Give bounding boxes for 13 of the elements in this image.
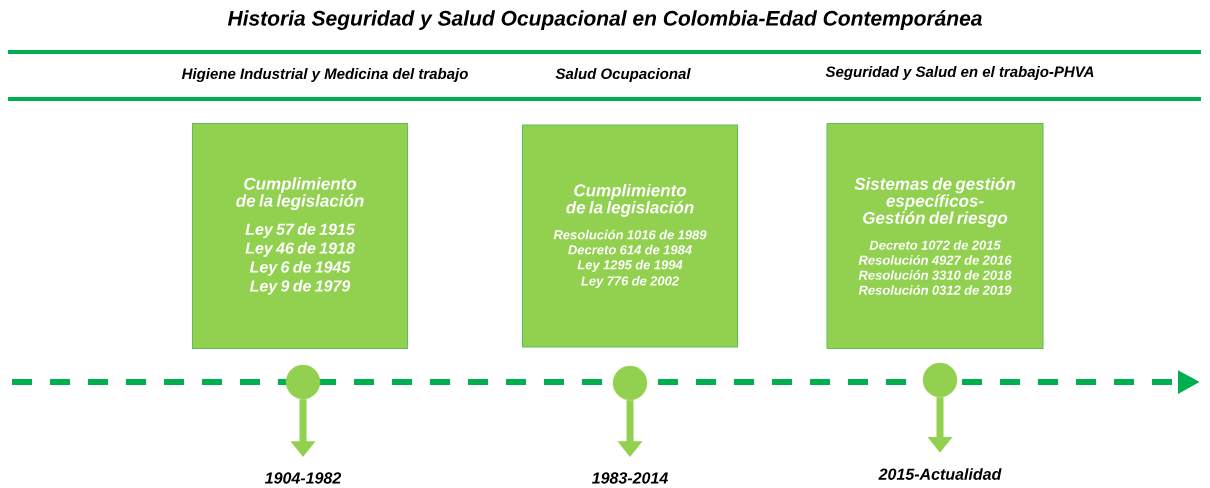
- section-heading: Higiene Industrial y Medicina del trabajo: [181, 68, 468, 82]
- period-label: 2015-Actualidad: [878, 468, 1002, 480]
- law-box: Cumplimiento de la legislación Resolución 1016 de 1989 Decreto 614 de 1984 Ley 1295 de 1994 Ley 776 de 2002: [522, 124, 738, 348]
- section-heading: Seguridad y Salud en el trabajo-PHVA: [825, 66, 1094, 80]
- timeline-dot: [285, 364, 321, 400]
- timeline-dot: [922, 362, 958, 398]
- timeline-dot: [612, 365, 648, 401]
- section-heading: Salud Ocupacional: [555, 68, 691, 82]
- title: Historia Seguridad y Salud Ocupacional en Colombia-Edad Contemporánea: [227, 10, 982, 30]
- law-box: Sistemas de gestión específicos-Gestión del riesgo Decreto 1072 de 2015 Resolución 4927 de 2016 Resolución 3310 de 2018 Resolución 0312 de 2019: [826, 123, 1044, 349]
- law-box: Cumplimiento de la legislación Ley 57 de 1915 Ley 46 de 1918 Ley 6 de 1945 Ley 9 de 1979: [192, 123, 408, 349]
- period-label: 1904-1982: [265, 472, 342, 484]
- period-label: 1983-2014: [592, 472, 668, 484]
